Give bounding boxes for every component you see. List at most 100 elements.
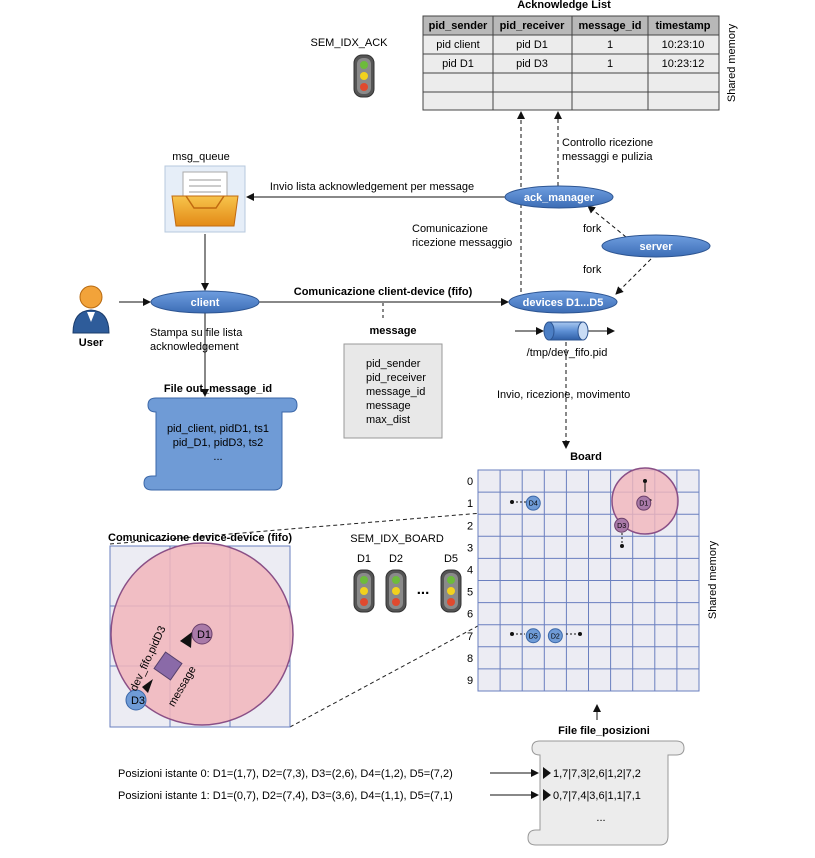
node-server: server <box>601 234 711 258</box>
sem-idx-ack-label: SEM_IDX_ACK <box>310 37 388 49</box>
node-client: client <box>150 290 260 314</box>
device-marker-label: D3 <box>617 523 626 530</box>
fork-label: fork <box>583 223 602 235</box>
board-row-label: 3 <box>467 542 473 554</box>
ack-shared-memory-label: Shared memory <box>726 23 738 102</box>
user-icon <box>72 285 110 334</box>
board-row-label: 9 <box>467 675 473 687</box>
ack-manager-label: ack_manager <box>524 192 595 204</box>
positions: Posizioni istante 0: D1=(1,7), D2=(7,3),… <box>118 768 453 802</box>
file-out-line: pid_client, pidD1, ts1 <box>167 423 269 435</box>
message-field: message <box>366 400 411 412</box>
board-device-d5: D5 <box>525 628 541 644</box>
msg-queue-label: msg_queue <box>172 151 230 163</box>
file-posizioni-title: File file_posizioni <box>558 725 650 737</box>
user-label: User <box>79 337 104 349</box>
board-row-label: 8 <box>467 653 473 665</box>
node-devices: devices D1...D5 <box>508 290 618 314</box>
device-marker <box>525 495 541 511</box>
invio-lista-label: Invio lista acknowledgement per message <box>270 181 474 193</box>
file-posizioni-more: ... <box>596 812 605 824</box>
controllo-label: Controllo ricezione <box>562 137 653 149</box>
board-device-d1: D1 <box>636 495 652 511</box>
acknowledge-list: Acknowledge List pid_sender pid_receiver… <box>422 0 738 111</box>
node-ack-manager: ack_manager <box>504 185 614 209</box>
traffic-light-icon <box>385 569 407 613</box>
sem-board-light-label: D1 <box>357 553 371 565</box>
controllo-label-2: messaggi e pulizia <box>562 151 653 163</box>
board-title: Board <box>570 451 602 463</box>
file-posizioni: File file_posizioni 1,7|7,3|2,6|1,2|7,2 … <box>527 725 685 846</box>
message-field: pid_receiver <box>366 372 426 384</box>
device-device-zoom: Comunicazione device-device (fifo) D1 D3… <box>108 532 294 728</box>
sem-board-light-label: D2 <box>389 553 403 565</box>
board-device-d4: D4 <box>525 495 541 511</box>
board-row-label: 1 <box>467 498 473 510</box>
file-out-line: pid_D1, pidD3, ts2 <box>173 437 264 449</box>
ack-cell: 1 <box>607 58 613 70</box>
board-row-label: 2 <box>467 520 473 532</box>
zoom-device-d1 <box>191 623 213 645</box>
message-field: pid_sender <box>366 358 421 370</box>
ack-header-timestamp: timestamp <box>655 20 710 32</box>
ack-list-title: Acknowledge List <box>517 0 611 11</box>
ack-header-pid-sender: pid_sender <box>429 20 488 32</box>
sem-idx-board-label: SEM_IDX_BOARD <box>350 533 444 545</box>
zoom-d3-label: D3 <box>131 695 145 707</box>
comunicazione-label-2: ricezione messaggio <box>412 237 512 249</box>
traffic-light-icon <box>353 569 375 613</box>
ack-cell: pid D1 <box>516 39 548 51</box>
file-posizioni-line: 0,7|7,4|3,6|1,1|7,1 <box>553 790 641 802</box>
board-shared-memory-label: Shared memory <box>707 540 719 619</box>
zoom-d1-label: D1 <box>197 629 211 641</box>
zoom-device-d3 <box>125 689 147 711</box>
board-row-label: 7 <box>467 631 473 643</box>
ack-cell: pid D3 <box>516 58 548 70</box>
invio-ricezione-label: Invio, ricezione, movimento <box>497 389 630 401</box>
sem-board-ellipsis: ... <box>417 581 430 598</box>
board-device-d2: D2 <box>547 628 563 644</box>
server-label: server <box>639 241 673 253</box>
sem-idx-board: SEM_IDX_BOARD D1 D2 D5 ... <box>350 533 462 613</box>
device-marker-label: D2 <box>551 633 560 640</box>
board-row-label: 5 <box>467 587 473 599</box>
fifo-pipe-icon <box>543 321 589 341</box>
ack-cell: 10:23:12 <box>662 58 705 70</box>
message-field: message_id <box>366 386 425 398</box>
message-envelope-icon <box>153 651 183 681</box>
device-marker-label: D5 <box>529 633 538 640</box>
message-field: max_dist <box>366 414 410 426</box>
device-device-title: Comunicazione device-device (fifo) <box>108 532 292 544</box>
file-out-line: ... <box>213 451 222 463</box>
devices-label: devices D1...D5 <box>523 297 604 309</box>
comunicazione-label: Comunicazione <box>412 223 488 235</box>
board-row-label: 6 <box>467 609 473 621</box>
sem-idx-ack: SEM_IDX_ACK <box>310 37 388 98</box>
board-row-label: 0 <box>467 476 473 488</box>
stampa-label-2: acknowledgement <box>150 341 239 353</box>
device-marker <box>525 628 541 644</box>
board-device-d3: D3 <box>614 517 630 533</box>
traffic-light-icon <box>440 569 462 613</box>
inbox-tray-icon <box>164 165 246 233</box>
message-box: message pid_sender pid_receiver message_… <box>343 325 443 439</box>
device-marker <box>547 628 563 644</box>
client-label: client <box>191 297 220 309</box>
positions-line-1: Posizioni istante 1: D1=(0,7), D2=(7,4),… <box>118 790 453 802</box>
file-posizioni-line: 1,7|7,3|2,6|1,2|7,2 <box>553 768 641 780</box>
fork-label: fork <box>583 264 602 276</box>
ack-cell: pid D1 <box>442 58 474 70</box>
device-marker <box>614 517 630 533</box>
fifo-path-label: /tmp/dev_fifo.pid <box>527 347 608 359</box>
user: User <box>72 285 110 349</box>
traffic-light-icon <box>353 54 375 98</box>
ack-cell: 1 <box>607 39 613 51</box>
sem-board-light-label: D5 <box>444 553 458 565</box>
message-box-title: message <box>369 325 416 337</box>
stampa-label: Stampa su file lista <box>150 327 243 339</box>
device-marker-label: D4 <box>529 501 538 508</box>
file-out-message-id: File out_message_id pid_client, pidD1, t… <box>143 383 298 491</box>
client-device-label: Comunicazione client-device (fifo) <box>294 286 473 298</box>
